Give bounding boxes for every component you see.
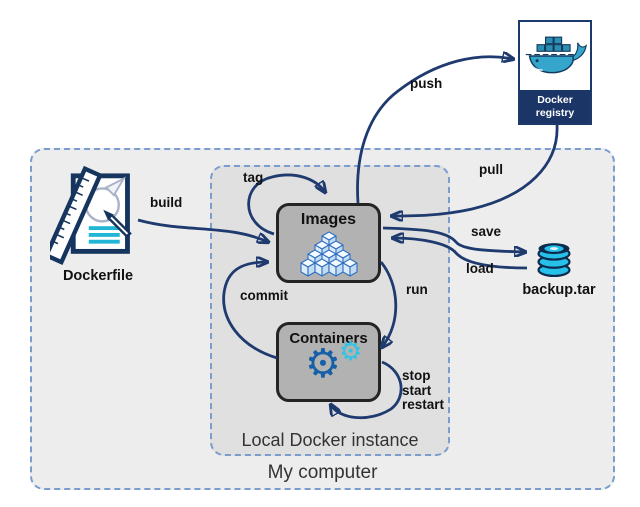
restart-label: restart	[402, 397, 445, 412]
build-label: build	[150, 195, 183, 210]
dockerfile-icon	[43, 165, 142, 273]
push-label: push	[410, 76, 443, 91]
images-node-label: Images	[300, 211, 357, 228]
local-docker-instance-label: Local Docker instance	[241, 430, 419, 450]
my-computer-label: My computer	[267, 462, 378, 483]
start-label: start	[402, 382, 432, 398]
database-cylinder-icon	[534, 240, 574, 285]
images-node: Images	[276, 203, 381, 283]
save-label: save	[471, 224, 502, 239]
commit-label: commit	[240, 288, 289, 303]
backup-tar-label: backup.tar	[522, 282, 596, 298]
docker-registry-label: Docker registry	[520, 90, 590, 123]
dockerfile-label: Dockerfile	[62, 268, 134, 284]
stop-label: stop	[402, 368, 431, 383]
docker-whale-icon	[520, 22, 590, 90]
tag-label: tag	[243, 170, 264, 185]
containers-node: Containers	[276, 322, 381, 402]
containers-node-label: Containers	[289, 330, 368, 347]
cube-stack-icon	[299, 231, 358, 277]
pull-label: pull	[479, 162, 503, 177]
stop-start-restart-label: stop start restart	[402, 368, 445, 413]
run-label: run	[406, 282, 428, 297]
load-label: load	[466, 261, 494, 276]
docker-registry-node: Docker registry	[518, 20, 592, 125]
